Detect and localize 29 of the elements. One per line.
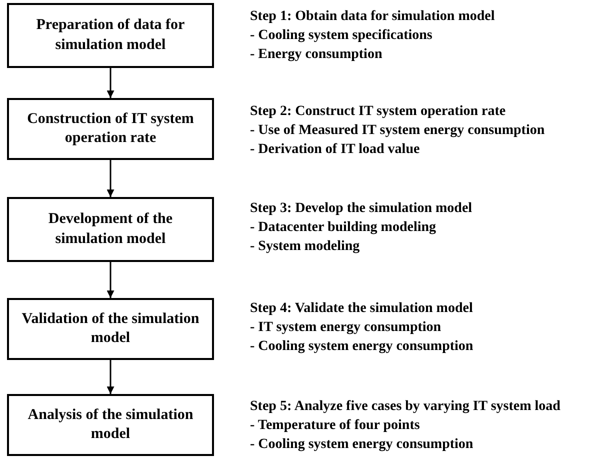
step-heading: Step 2: Construct IT system operation rate [250,103,507,121]
step-detail: - Derivation of IT load value [250,140,421,159]
step-heading: Step 5: Analyze five cases by varying IT system load [250,398,560,416]
step-heading: Step 3: Develop the simulation model [250,200,472,218]
step-detail: - Use of Measured IT system energy consumption [250,122,545,140]
step-title: Validation of the simulation model [20,310,200,348]
step-heading: Step 4: Validate the simulation model [250,300,474,318]
process-box [7,3,214,68]
step-title: Development of the simulation model [47,210,174,248]
step-heading: Step 1: Obtain data for simulation model [250,8,495,26]
process-box [7,98,214,160]
arrow [106,262,114,298]
step-detail: - Cooling system energy consumption [250,436,474,454]
arrow [106,360,114,394]
arrow [106,68,114,98]
step-title: Construction of IT system operation rate [26,110,195,148]
step-detail: - Datacenter building modeling [250,218,438,237]
step-detail: - System modeling [250,238,361,256]
process-box [7,298,214,360]
step-detail: - IT system energy consumption [250,318,442,337]
step-title: Analysis of the simulation model [26,406,194,444]
step-detail: - Temperature of four points [250,416,421,435]
step-detail: - Cooling system specifications [250,26,434,45]
process-box [7,394,214,456]
step-detail: - Cooling system energy consumption [250,338,474,356]
arrow [106,160,114,197]
process-box [7,197,214,262]
step-detail: - Energy consumption [250,46,384,64]
step-title: Preparation of data for simulation model [35,16,186,54]
